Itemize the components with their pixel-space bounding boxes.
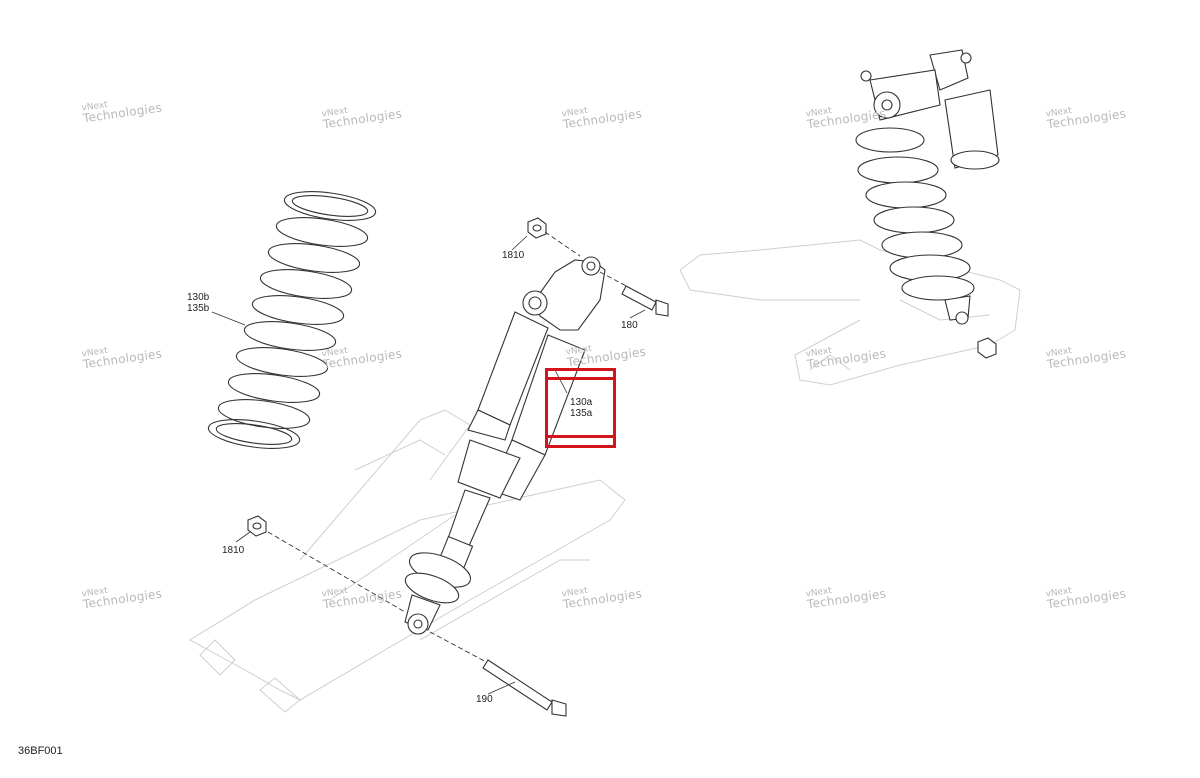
- right-a-arm-outline: [679, 239, 1021, 386]
- bottom-bolt-dashed-leader: [429, 631, 491, 665]
- callout-1810-top[interactable]: 1810: [502, 250, 525, 261]
- leader-1810-bottom: [235, 531, 251, 543]
- callout-130a: 130a: [570, 397, 593, 408]
- callout-130b[interactable]: 130b: [187, 292, 210, 303]
- top-nut-dashed-leader: [544, 231, 581, 257]
- a-arm-outline: [189, 409, 626, 713]
- leader-spring: [211, 311, 246, 326]
- bottom-bolt: [482, 659, 567, 717]
- leader-180: [629, 309, 646, 319]
- top-nut: [527, 217, 547, 239]
- coil-spring: [207, 191, 377, 449]
- highlighted-callout-box[interactable]: 130a 135a: [545, 368, 616, 448]
- figure-code: 36BF001: [18, 745, 63, 757]
- top-bolt: [621, 285, 669, 317]
- assembled-shock: [855, 49, 1000, 359]
- callout-190[interactable]: 190: [476, 694, 493, 705]
- leader-130a: [554, 369, 568, 394]
- bottom-nut-dashed-leader: [267, 531, 406, 613]
- bottom-nut: [247, 515, 267, 537]
- highlight-bottom-divider: [548, 435, 613, 438]
- leader-1810-top: [511, 235, 528, 251]
- callout-1810-bottom[interactable]: 1810: [222, 545, 245, 556]
- leader-190: [487, 681, 516, 695]
- callout-180[interactable]: 180: [621, 320, 638, 331]
- callout-135b[interactable]: 135b: [187, 303, 210, 314]
- shock-absorber: [404, 256, 606, 635]
- top-bolt-dashed-leader: [599, 271, 631, 289]
- highlight-top-divider: [548, 377, 613, 380]
- callout-135a: 135a: [570, 408, 593, 419]
